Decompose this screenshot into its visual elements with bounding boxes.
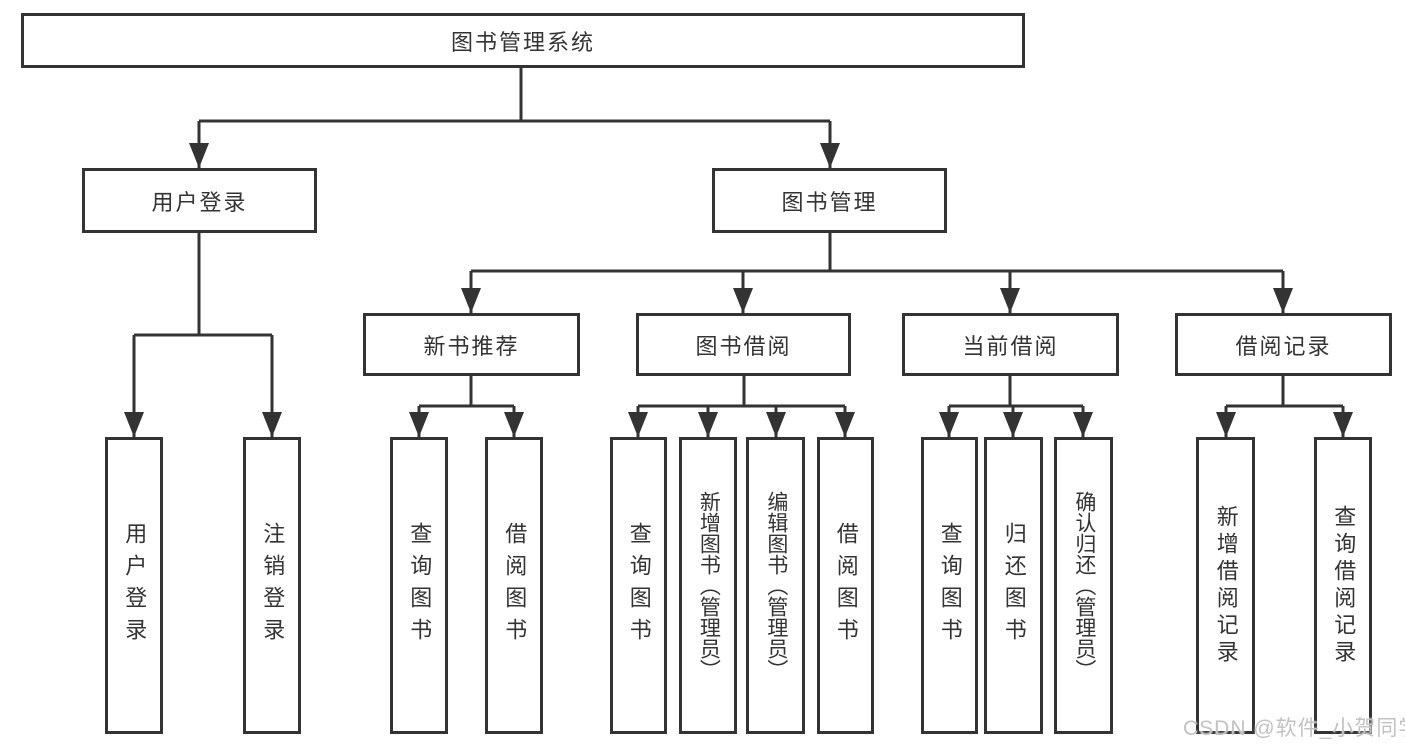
csdn-watermark: CSDN @软件_小贺同学: [1183, 717, 1405, 740]
leaf-label: 查询图书: [937, 521, 963, 650]
arrowhead: [262, 412, 282, 437]
leaf-logout: 注销登录: [243, 437, 301, 734]
arrowhead: [124, 412, 144, 437]
leaf-borrow-books: 借阅图书: [817, 437, 874, 734]
leaf-label: 借阅图书: [502, 521, 528, 650]
leaf-label: 新增图书（管理员）: [697, 491, 721, 680]
arrowhead: [698, 412, 718, 437]
leaf-label: 新增借阅记录: [1213, 504, 1239, 667]
leaf-label: 查询图书: [407, 521, 433, 650]
leaf-add-books-admin: 新增图书（管理员）: [679, 437, 737, 734]
arrowhead: [1073, 412, 1093, 437]
arrowhead: [1003, 412, 1023, 437]
leaf-query-borrow-record: 查询借阅记录: [1314, 437, 1372, 734]
leaf-query-books-current: 查询图书: [921, 437, 978, 734]
leaf-borrow-books-recommend: 借阅图书: [485, 437, 543, 734]
node-current-borrowing: 当前借阅: [902, 313, 1119, 376]
arrowhead: [1333, 412, 1353, 437]
leaf-label: 确认归还（管理员）: [1072, 491, 1096, 680]
node-new-book-recommendation: 新书推荐: [363, 313, 580, 376]
leaf-label: 查询图书: [626, 521, 652, 650]
leaf-label: 编辑图书（管理员）: [764, 491, 788, 680]
leaf-label: 查询借阅记录: [1331, 504, 1357, 667]
node-book-borrowing: 图书借阅: [636, 313, 851, 376]
arrowhead: [733, 288, 753, 313]
node-user-login: 用户登录: [82, 168, 317, 233]
leaf-query-books-borrow: 查询图书: [610, 437, 667, 734]
leaf-return-books: 归还图书: [984, 437, 1043, 734]
leaf-label: 借阅图书: [833, 521, 859, 650]
arrowhead: [628, 412, 648, 437]
arrowhead: [1000, 288, 1020, 313]
leaf-add-borrow-record: 新增借阅记录: [1196, 437, 1255, 734]
node-borrowing-records: 借阅记录: [1175, 313, 1392, 376]
connector-path: [132, 68, 1345, 437]
node-library-management-system: 图书管理系统: [21, 13, 1025, 68]
leaf-edit-books-admin: 编辑图书（管理员）: [746, 437, 805, 734]
arrowhead: [1273, 288, 1293, 313]
arrowhead: [820, 143, 840, 168]
arrowhead: [766, 412, 786, 437]
leaf-query-books-recommend: 查询图书: [390, 437, 448, 734]
arrowhead: [835, 412, 855, 437]
arrowheads: [124, 143, 1353, 437]
arrowhead: [504, 412, 524, 437]
leaf-label: 注销登录: [260, 521, 286, 650]
arrowhead: [461, 288, 481, 313]
leaf-label: 用户登录: [122, 521, 148, 650]
arrowhead: [1216, 412, 1236, 437]
arrowhead: [939, 412, 959, 437]
leaf-user-login: 用户登录: [105, 437, 163, 734]
arrowhead: [189, 143, 209, 168]
arrowhead: [409, 412, 429, 437]
leaf-confirm-return-admin: 确认归还（管理员）: [1054, 437, 1113, 734]
leaf-label: 归还图书: [1001, 521, 1027, 650]
node-book-management: 图书管理: [712, 168, 947, 233]
